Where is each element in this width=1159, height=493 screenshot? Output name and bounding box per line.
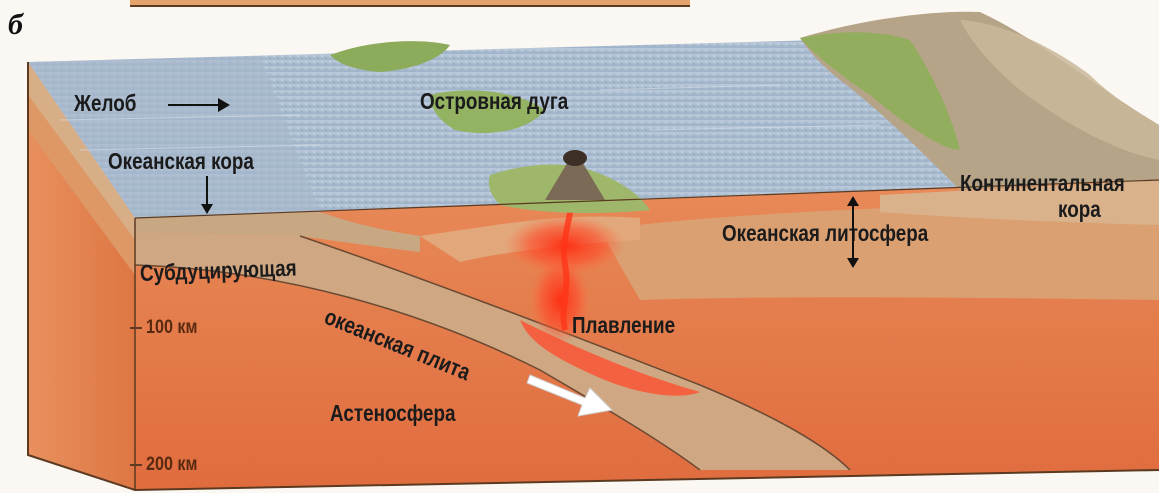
trench-arrowhead <box>218 98 230 112</box>
previous-panel-border-line <box>130 5 690 7</box>
depth-200-label: 200 км <box>146 455 197 474</box>
continental-crust-label-line1: Континентальная <box>960 172 1125 195</box>
oceanic-crust-label: Океанская кора <box>108 150 254 173</box>
panel-letter: б <box>8 10 23 40</box>
trench-label: Желоб <box>74 92 136 115</box>
subducting-plate-label-line1: Субдуцирующая <box>140 257 297 285</box>
volcano-crater <box>563 150 587 166</box>
trench-arrow <box>168 104 222 106</box>
oceanic-lithosphere-label: Океанская литосфера <box>722 222 928 245</box>
lithosphere-thickness-arrow <box>852 200 854 262</box>
island-arc-label: Островная дуга <box>420 90 568 113</box>
oceanic-crust-arrowhead <box>201 204 213 214</box>
lithosphere-arrowhead-top <box>847 196 859 206</box>
oceanic-crust-arrow <box>206 176 208 206</box>
lithosphere-arrowhead-bottom <box>847 258 859 268</box>
continental-crust-label-line2: кора <box>1058 198 1101 221</box>
melting-label: Плавление <box>572 314 675 337</box>
depth-100-label: 100 км <box>146 318 197 337</box>
asthenosphere-label: Астеносфера <box>330 402 455 425</box>
